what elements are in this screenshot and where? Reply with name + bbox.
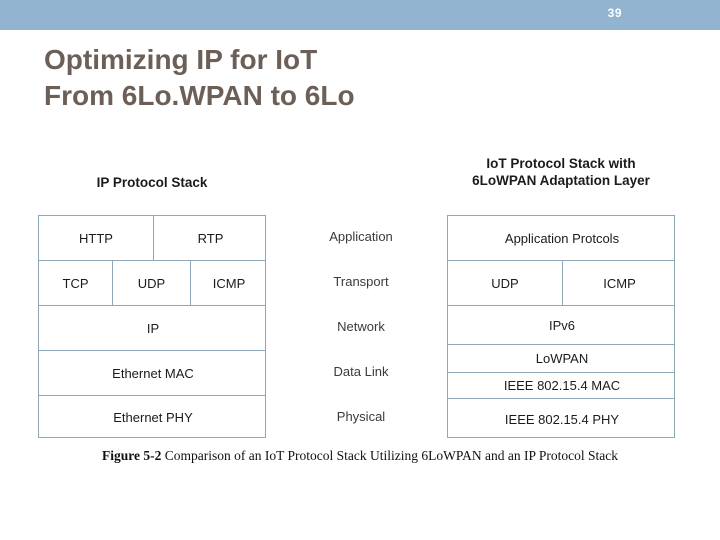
iot-stack-cell: UDP [448, 261, 563, 305]
ip-stack-cell: IP [146, 320, 160, 336]
iot-stack-cell: IPv6 [548, 317, 575, 333]
ip-stack-cell: ICMP [212, 275, 246, 291]
header-band: 39 [0, 0, 720, 30]
iot-stack-cell: Application Protcols [504, 230, 620, 246]
right-stack-heading-line-2: 6LoWPAN Adaptation Layer [472, 173, 650, 188]
layer-label: Data Link [333, 364, 389, 379]
ip-stack-cell: TCP [39, 261, 113, 305]
ip-stack-cell: Ethernet MAC [112, 365, 194, 381]
figure-number: Figure 5-2 [102, 448, 162, 463]
iot-stack-row: Application Protcols [448, 216, 674, 261]
ip-stack-cell: UDP [113, 261, 191, 305]
figure-caption: Figure 5-2 Comparison of an IoT Protocol… [50, 446, 670, 466]
iot-stack-row: IEEE 802.15.4 PHY [448, 399, 674, 439]
ip-stack-cell: Ethernet PHY [113, 410, 193, 425]
right-stack-heading-line-1: IoT Protocol Stack with [486, 156, 636, 171]
page-number: 39 [607, 6, 622, 20]
ip-stack-row: HTTP RTP [39, 216, 265, 261]
iot-stack-row: IPv6 [448, 306, 674, 345]
ip-stack-row: Ethernet PHY [39, 396, 265, 439]
layer-label: Transport [333, 274, 389, 289]
figure-container: IP Protocol Stack IoT Protocol Stack wit… [0, 140, 720, 500]
iot-stack-row: IEEE 802.15.4 MAC [448, 373, 674, 399]
ip-stack-row: IP [39, 306, 265, 351]
iot-stack-cell: IEEE 802.15.4 PHY [504, 411, 620, 427]
iot-stack-row: UDP ICMP [448, 261, 674, 306]
layer-label: Network [337, 319, 385, 334]
layer-label: Physical [336, 409, 386, 424]
iot-stack-cell: ICMP [603, 275, 636, 291]
ip-stack-cell: HTTP [39, 216, 154, 260]
figure-caption-text: Comparison of an IoT Protocol Stack Util… [161, 448, 618, 463]
iot-stack-cell: IEEE 802.15.4 MAC [503, 378, 621, 393]
ip-stack-row: Ethernet MAC [39, 351, 265, 396]
iot-stack-row: LoWPAN [448, 345, 674, 373]
left-stack-heading: IP Protocol Stack [96, 175, 208, 190]
page-title: Optimizing IP for IoT From 6Lo.WPAN to 6… [44, 42, 664, 114]
page-title-line-2: From 6Lo.WPAN to 6Lo [44, 80, 355, 111]
ip-stack-cell: RTP [197, 230, 224, 246]
page-title-line-1: Optimizing IP for IoT [44, 44, 318, 75]
iot-stack-cell: LoWPAN [535, 351, 589, 366]
right-stack-heading: IoT Protocol Stack with 6LoWPAN Adaptati… [440, 155, 682, 189]
layer-label: Application [329, 229, 393, 244]
